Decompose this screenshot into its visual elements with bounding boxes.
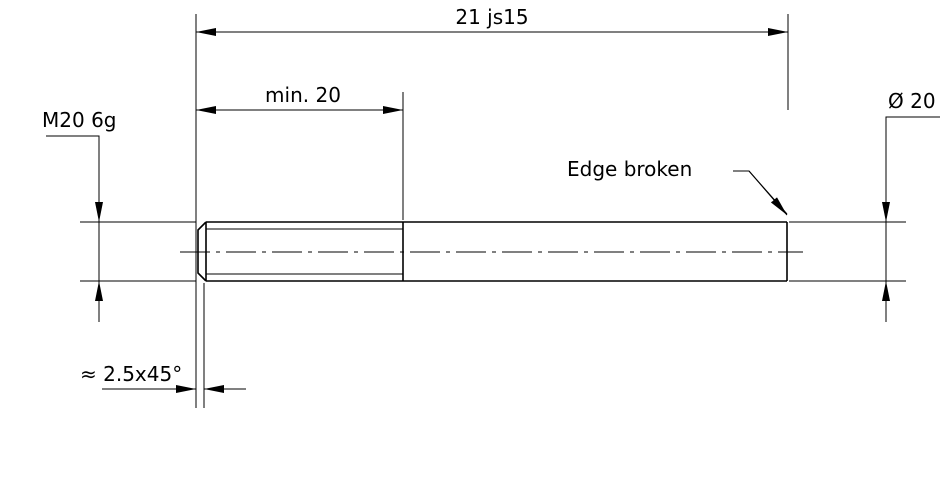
overall-length-label: 21 js15 xyxy=(455,5,528,29)
thread-root-lines xyxy=(206,228,403,275)
dimension-chamfer: ≈ 2.5x45° xyxy=(80,362,246,393)
edge-broken-note: Edge broken xyxy=(567,157,788,216)
dimension-overall-length: 21 js15 xyxy=(196,5,788,36)
dimension-thread-length: min. 20 xyxy=(196,83,403,114)
dimension-thread-diameter: M20 6g xyxy=(42,108,116,322)
thread-length-label: min. 20 xyxy=(265,83,341,107)
extension-lines xyxy=(80,14,906,408)
edge-note-label: Edge broken xyxy=(567,157,692,181)
chamfer-label: ≈ 2.5x45° xyxy=(80,362,182,386)
diameter-label: Ø 20 xyxy=(888,89,936,113)
dimension-shaft-diameter: Ø 20 xyxy=(882,89,940,322)
thread-label: M20 6g xyxy=(42,108,116,132)
